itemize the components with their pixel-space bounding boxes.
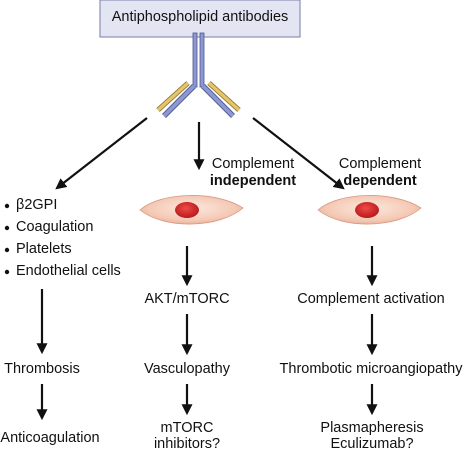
bullet-coagulation: Coagulation (16, 219, 94, 235)
right-pathway-complement-activation: Complement activation (297, 291, 445, 307)
header-box (99, 0, 301, 38)
middle-pathway-akt-mtorc: AKT/mTORC (144, 291, 230, 307)
left-treatment-anticoagulation: Anticoagulation (0, 430, 100, 446)
complement-dependent-label-line2: dependent (343, 173, 417, 189)
endothelial-cell-middle (139, 195, 244, 225)
complement-dependent-label-line1: Complement (338, 156, 422, 172)
right-treatment-line1: Plasmapheresis (320, 420, 424, 436)
bullet-b2gpi: β2GPI (16, 197, 58, 213)
middle-treatment-line2: inhibitors? (153, 436, 221, 452)
bullet-dot (4, 225, 10, 231)
header-title: Antiphospholipid antibodies (111, 9, 289, 25)
left-outcome-thrombosis: Thrombosis (4, 361, 80, 377)
antibody-icon (156, 32, 241, 118)
arrow-to-left-branch (55, 117, 148, 190)
complement-independent-label-line2: independent (209, 173, 297, 189)
middle-treatment-line1: mTORC (160, 420, 214, 436)
endothelial-cell-right (317, 195, 422, 225)
arrow-to-right-branch (252, 117, 345, 190)
bullet-dot (4, 269, 10, 275)
bullet-dot (4, 203, 10, 209)
bullet-platelets: Platelets (16, 241, 72, 257)
bullet-dot (4, 247, 10, 253)
right-outcome-thrombotic-microangiopathy: Thrombotic microangiopathy (279, 361, 463, 377)
right-treatment-line2: Eculizumab? (330, 436, 414, 452)
bullet-endothelial-cells: Endothelial cells (16, 263, 121, 279)
middle-outcome-vasculopathy: Vasculopathy (144, 361, 230, 377)
complement-independent-label-line1: Complement (211, 156, 295, 172)
